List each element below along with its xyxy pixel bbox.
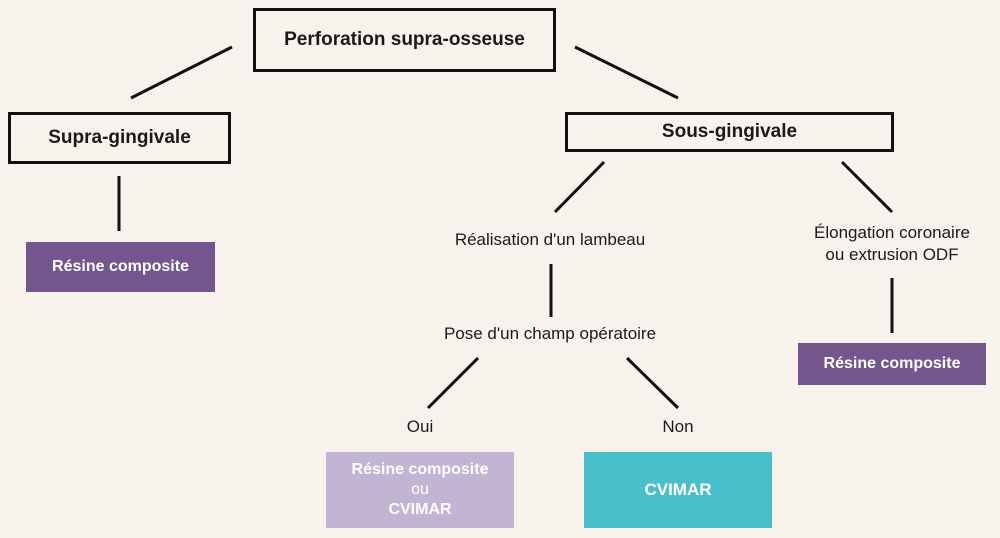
oui-result-line3: CVIMAR: [388, 501, 452, 518]
oui-result-line1: Résine composite: [351, 461, 489, 478]
supra-gingivale-node: Supra-gingivale: [8, 112, 231, 164]
elongation-line1: Élongation coronaire: [814, 223, 970, 242]
connector-root-sous: [574, 45, 679, 100]
sous-gingivale-node: Sous-gingivale: [565, 112, 894, 152]
sous-gingivale-label: Sous-gingivale: [661, 121, 798, 142]
supra-result-label: Résine composite: [52, 258, 189, 275]
elongation-line2: ou extrusion ODF: [825, 245, 959, 264]
non-result-label: CVIMAR: [644, 480, 712, 499]
connector-sous-lambeau: [553, 160, 606, 214]
oui-text: Oui: [406, 417, 434, 436]
supra-result-box: Résine composite: [26, 242, 215, 292]
connector-root-supra: [130, 45, 233, 100]
non-label: Non: [638, 415, 718, 439]
supra-gingivale-label: Supra-gingivale: [48, 127, 191, 148]
lambeau-step: Réalisation d'un lambeau: [400, 228, 700, 252]
oui-result-line2: ou: [411, 481, 429, 498]
connector-sous-elongation: [840, 160, 894, 214]
connector-champ-oui: [426, 356, 480, 410]
root-node-label: Perforation supra-osseuse: [284, 29, 525, 50]
oui-label: Oui: [380, 415, 460, 439]
non-result-box: CVIMAR: [584, 452, 772, 528]
elongation-result-box: Résine composite: [798, 343, 986, 385]
root-node: Perforation supra-osseuse: [253, 8, 556, 72]
champ-step: Pose d'un champ opératoire: [400, 322, 700, 346]
connector-champ-non: [625, 356, 680, 410]
elongation-step: Élongation coronaire ou extrusion ODF: [760, 220, 1000, 268]
elongation-result-label: Résine composite: [823, 355, 961, 372]
lambeau-step-label: Réalisation d'un lambeau: [454, 230, 646, 249]
oui-result-box: Résine composite ou CVIMAR: [326, 452, 514, 528]
non-text: Non: [662, 417, 694, 436]
champ-step-label: Pose d'un champ opératoire: [443, 324, 657, 343]
